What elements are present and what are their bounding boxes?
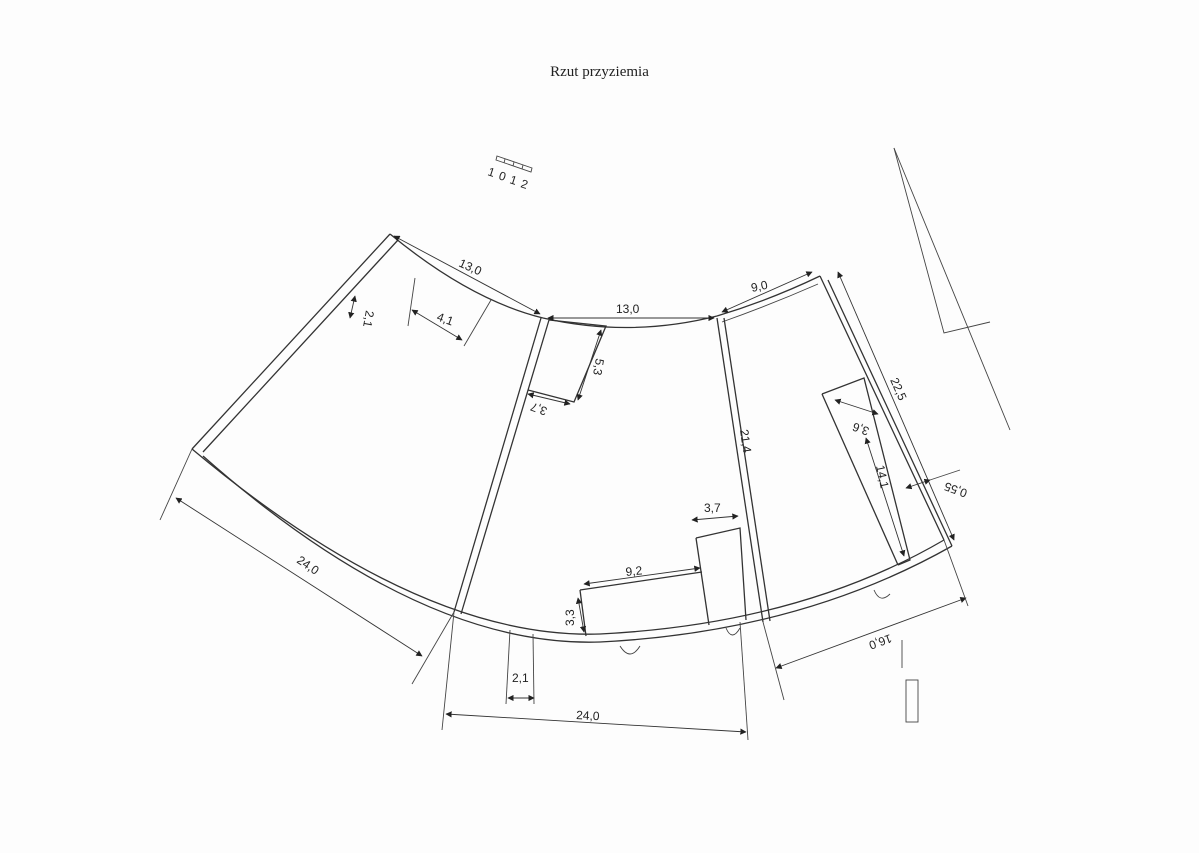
dim-bottom-total: 24,0 xyxy=(576,708,600,723)
drawing-title: Rzut przyziemia xyxy=(550,64,649,80)
dim-right-wall-thickness: 0,55 xyxy=(942,479,969,500)
dimension-labels: 13,0 13,0 9,0 2,1 4,1 5,3 3,7 3,6 14,1 2… xyxy=(294,256,969,723)
door-marks xyxy=(619,589,891,655)
dim-bottom-small-room-width: 3,7 xyxy=(704,501,721,515)
dim-middle-room-width: 3,7 xyxy=(528,399,549,418)
dimension-lines xyxy=(159,235,969,741)
dim-bottom-room-width: 9,2 xyxy=(625,563,643,579)
dim-top-middle-arc: 13,0 xyxy=(616,302,640,316)
dim-right-outer-side: 22,5 xyxy=(887,376,909,403)
dim-bottom-room-height: 3,3 xyxy=(563,609,577,626)
scale-bar: 1 0 1 2 xyxy=(486,155,533,192)
scale-tick-1b: 1 xyxy=(508,173,519,188)
partitions xyxy=(407,277,911,637)
dim-top-right-arc: 9,0 xyxy=(750,278,770,295)
dim-left-inner-width: 4,1 xyxy=(435,310,456,329)
dim-left-outer-side: 24,0 xyxy=(294,553,321,578)
site-boundary xyxy=(893,147,1011,431)
dim-bottom-right: 16,0 xyxy=(867,631,894,652)
dim-top-left-arc: 13,0 xyxy=(457,256,484,278)
dim-middle-room-height: 5,3 xyxy=(590,357,607,376)
dim-right-room-width: 3,6 xyxy=(850,419,871,438)
scale-tick-1a: 1 xyxy=(486,165,497,180)
scale-tick-2: 2 xyxy=(519,177,530,192)
dim-bottom-small: 2,1 xyxy=(512,671,529,685)
scale-tick-0: 0 xyxy=(497,169,508,184)
legend-box xyxy=(905,679,919,723)
dim-left-small-vertical: 2,1 xyxy=(360,309,377,328)
dim-right-room-height: 14,1 xyxy=(873,464,892,490)
dim-middle-partition: 21,4 xyxy=(737,428,754,453)
building-outline xyxy=(191,233,953,643)
